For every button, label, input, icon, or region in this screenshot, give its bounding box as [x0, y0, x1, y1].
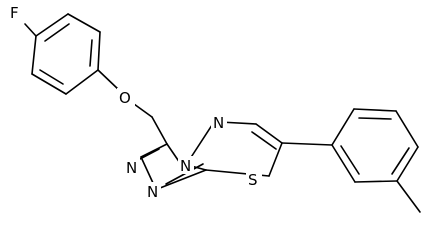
bond — [140, 143, 168, 158]
fluorine-atom-label: F — [10, 4, 19, 22]
bond-inner — [391, 147, 410, 175]
molecule-structure-diagram: F O N N N N S — [8, 3, 421, 213]
bond — [31, 73, 67, 95]
nitrogen-atom-label: N — [147, 183, 158, 201]
bond — [24, 23, 37, 37]
nitrogen-atom-label: N — [126, 159, 137, 177]
bond — [331, 144, 356, 183]
bond — [35, 13, 69, 37]
bond-double — [137, 148, 160, 161]
bond — [67, 13, 101, 33]
bond — [140, 156, 154, 184]
bond — [268, 142, 283, 177]
atom-labels: F O N N N N S — [8, 3, 262, 201]
bond — [65, 69, 99, 95]
oxygen-atom-label: O — [119, 89, 131, 107]
bond — [396, 146, 419, 182]
bond — [133, 103, 153, 118]
nitrogen-atom-label: N — [213, 114, 224, 132]
bond — [166, 143, 181, 164]
bond-inner — [340, 145, 360, 175]
bond — [255, 123, 283, 144]
bond — [396, 180, 421, 213]
bond — [159, 169, 207, 189]
sulfur-atom-label: S — [248, 171, 258, 189]
bonds — [24, 13, 421, 213]
bond — [97, 31, 101, 71]
bond — [395, 110, 419, 148]
bond-double — [251, 131, 277, 150]
bond — [31, 35, 37, 75]
bond-inner — [89, 39, 93, 67]
bond — [331, 108, 355, 146]
bond — [97, 69, 120, 91]
bond-inner — [358, 117, 392, 120]
bond — [353, 108, 397, 112]
bond — [281, 142, 333, 146]
bond — [354, 180, 398, 183]
nitrogen-atom-label: N — [180, 157, 191, 175]
bond-inner — [44, 23, 70, 42]
bond-inner — [39, 69, 64, 85]
bond — [151, 116, 168, 145]
